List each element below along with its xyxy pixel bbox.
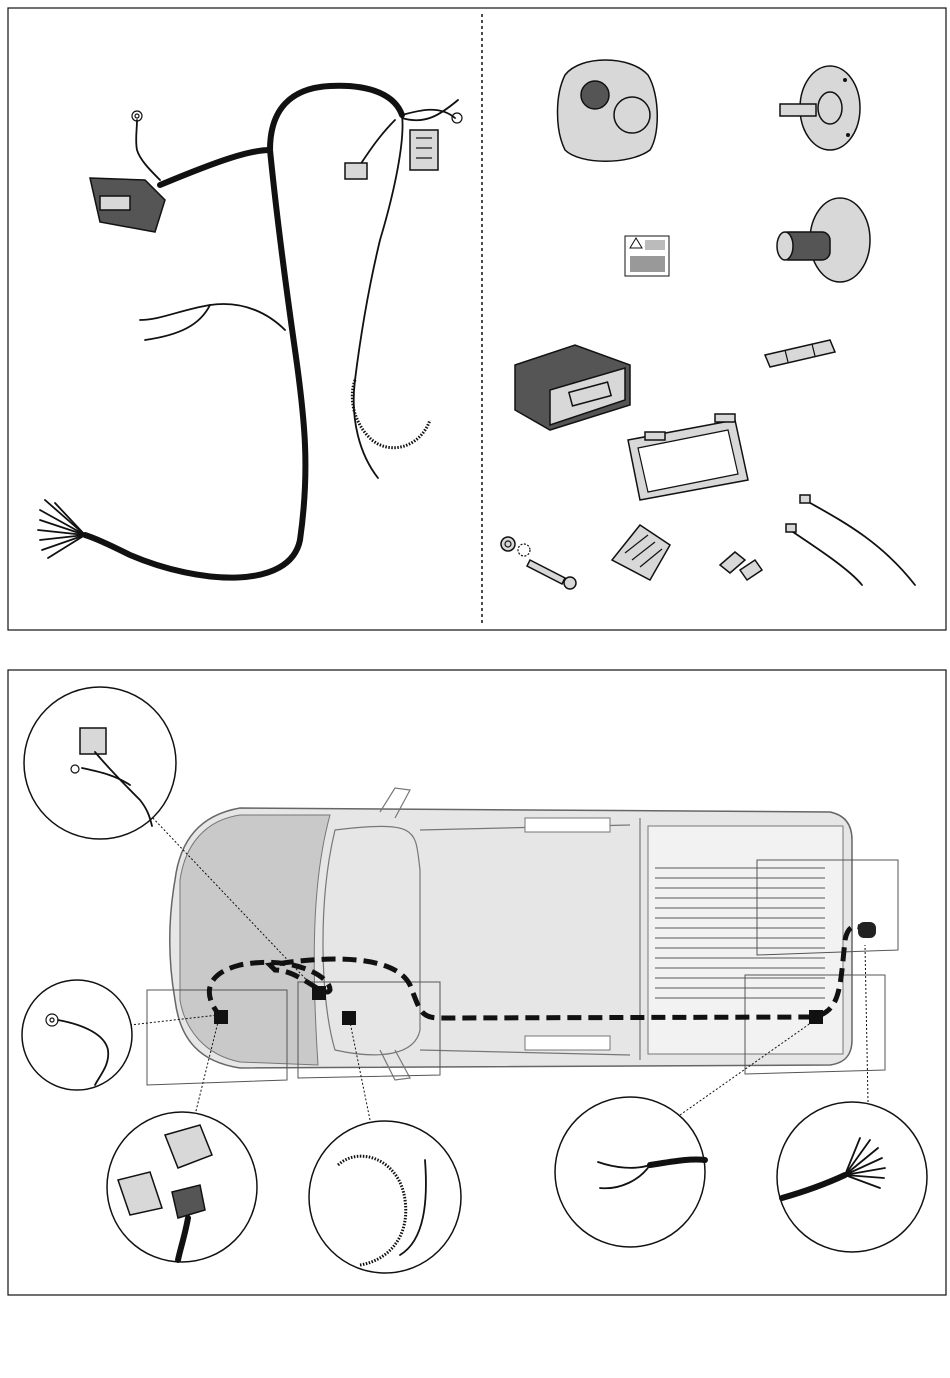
pickup-truck-top-view (170, 788, 852, 1080)
warning-label (625, 236, 669, 276)
split-wire-detail (555, 1097, 705, 1247)
plug-connector-detail (24, 687, 176, 839)
beaded-wire-detail (309, 1121, 461, 1273)
trailer-socket (558, 60, 658, 161)
ground-eyelet-detail (22, 980, 132, 1090)
module-connector-detail (107, 1112, 257, 1262)
multi-wire-end-detail (777, 1102, 927, 1252)
